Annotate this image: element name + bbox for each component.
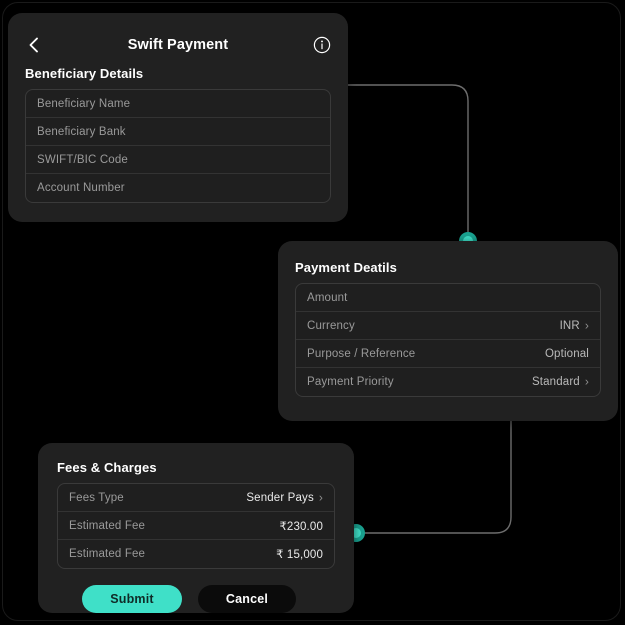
payment-details-heading: Payment Deatils: [295, 260, 397, 275]
submit-button[interactable]: Submit: [82, 585, 182, 613]
fees-charges-heading: Fees & Charges: [57, 460, 157, 475]
field-beneficiary-name[interactable]: Beneficiary Name: [26, 90, 330, 118]
action-button-row: Submit Cancel: [82, 585, 354, 613]
field-payment-priority[interactable]: Payment Priority Standard ›: [296, 368, 600, 396]
field-value: ₹ 15,000: [276, 549, 323, 561]
connector-swift-to-payment: [348, 84, 469, 240]
field-swift-bic-code[interactable]: SWIFT/BIC Code: [26, 146, 330, 174]
field-label: Payment Priority: [307, 376, 394, 388]
field-label: SWIFT/BIC Code: [37, 153, 128, 166]
field-label: Purpose / Reference: [307, 347, 416, 360]
info-circle-icon[interactable]: [313, 36, 331, 54]
field-amount[interactable]: Amount: [296, 284, 600, 312]
payment-details-card: Payment Deatils Amount Currency INR › Pu…: [278, 241, 618, 421]
chevron-right-icon[interactable]: ›: [584, 318, 589, 332]
field-beneficiary-bank[interactable]: Beneficiary Bank: [26, 118, 330, 146]
field-estimated-fee-2[interactable]: Estimated Fee ₹ 15,000: [58, 540, 334, 568]
field-purpose-reference[interactable]: Purpose / Reference Optional: [296, 340, 600, 368]
field-label: Fees Type: [69, 491, 124, 504]
field-label: Estimated Fee: [69, 519, 146, 532]
field-label: Beneficiary Bank: [37, 125, 126, 138]
field-currency[interactable]: Currency INR ›: [296, 312, 600, 340]
beneficiary-details-heading: Beneficiary Details: [25, 66, 144, 81]
field-value: ₹230.00: [279, 520, 323, 533]
connector-payment-to-fees: [357, 421, 512, 534]
field-label: Amount: [307, 291, 348, 304]
field-value-group: Sender Pays ›: [246, 490, 323, 504]
field-fees-type[interactable]: Fees Type Sender Pays ›: [58, 484, 334, 512]
field-value-group: INR ›: [559, 318, 589, 332]
field-label: Estimated Fee: [69, 548, 146, 560]
field-value: Sender Pays: [246, 491, 314, 504]
fees-charges-card: Fees & Charges Fees Type Sender Pays › E…: [38, 443, 354, 613]
field-value: Standard: [531, 376, 580, 388]
chevron-right-icon[interactable]: ›: [318, 490, 323, 504]
field-value: INR: [559, 319, 580, 332]
chevron-right-icon[interactable]: ›: [584, 374, 589, 389]
field-account-number[interactable]: Account Number: [26, 174, 330, 202]
field-value: Optional: [544, 347, 589, 360]
field-label: Beneficiary Name: [37, 97, 131, 110]
swift-payment-card: Swift Payment Beneficiary Details Benefi…: [8, 13, 348, 222]
page-title: Swift Payment: [127, 37, 229, 53]
fees-fields-list: Fees Type Sender Pays › Estimated Fee ₹2…: [57, 483, 335, 569]
payment-fields-list: Amount Currency INR › Purpose / Referenc…: [295, 283, 601, 397]
swift-card-header: Swift Payment: [25, 27, 331, 63]
field-label: Currency: [307, 319, 355, 332]
field-estimated-fee-1[interactable]: Estimated Fee ₹230.00: [58, 512, 334, 540]
field-label: Account Number: [37, 182, 125, 194]
beneficiary-fields-list: Beneficiary Name Beneficiary Bank SWIFT/…: [25, 89, 331, 203]
cancel-button[interactable]: Cancel: [198, 585, 296, 613]
chevron-left-icon[interactable]: [25, 37, 41, 53]
field-value-group: Standard ›: [531, 374, 589, 389]
